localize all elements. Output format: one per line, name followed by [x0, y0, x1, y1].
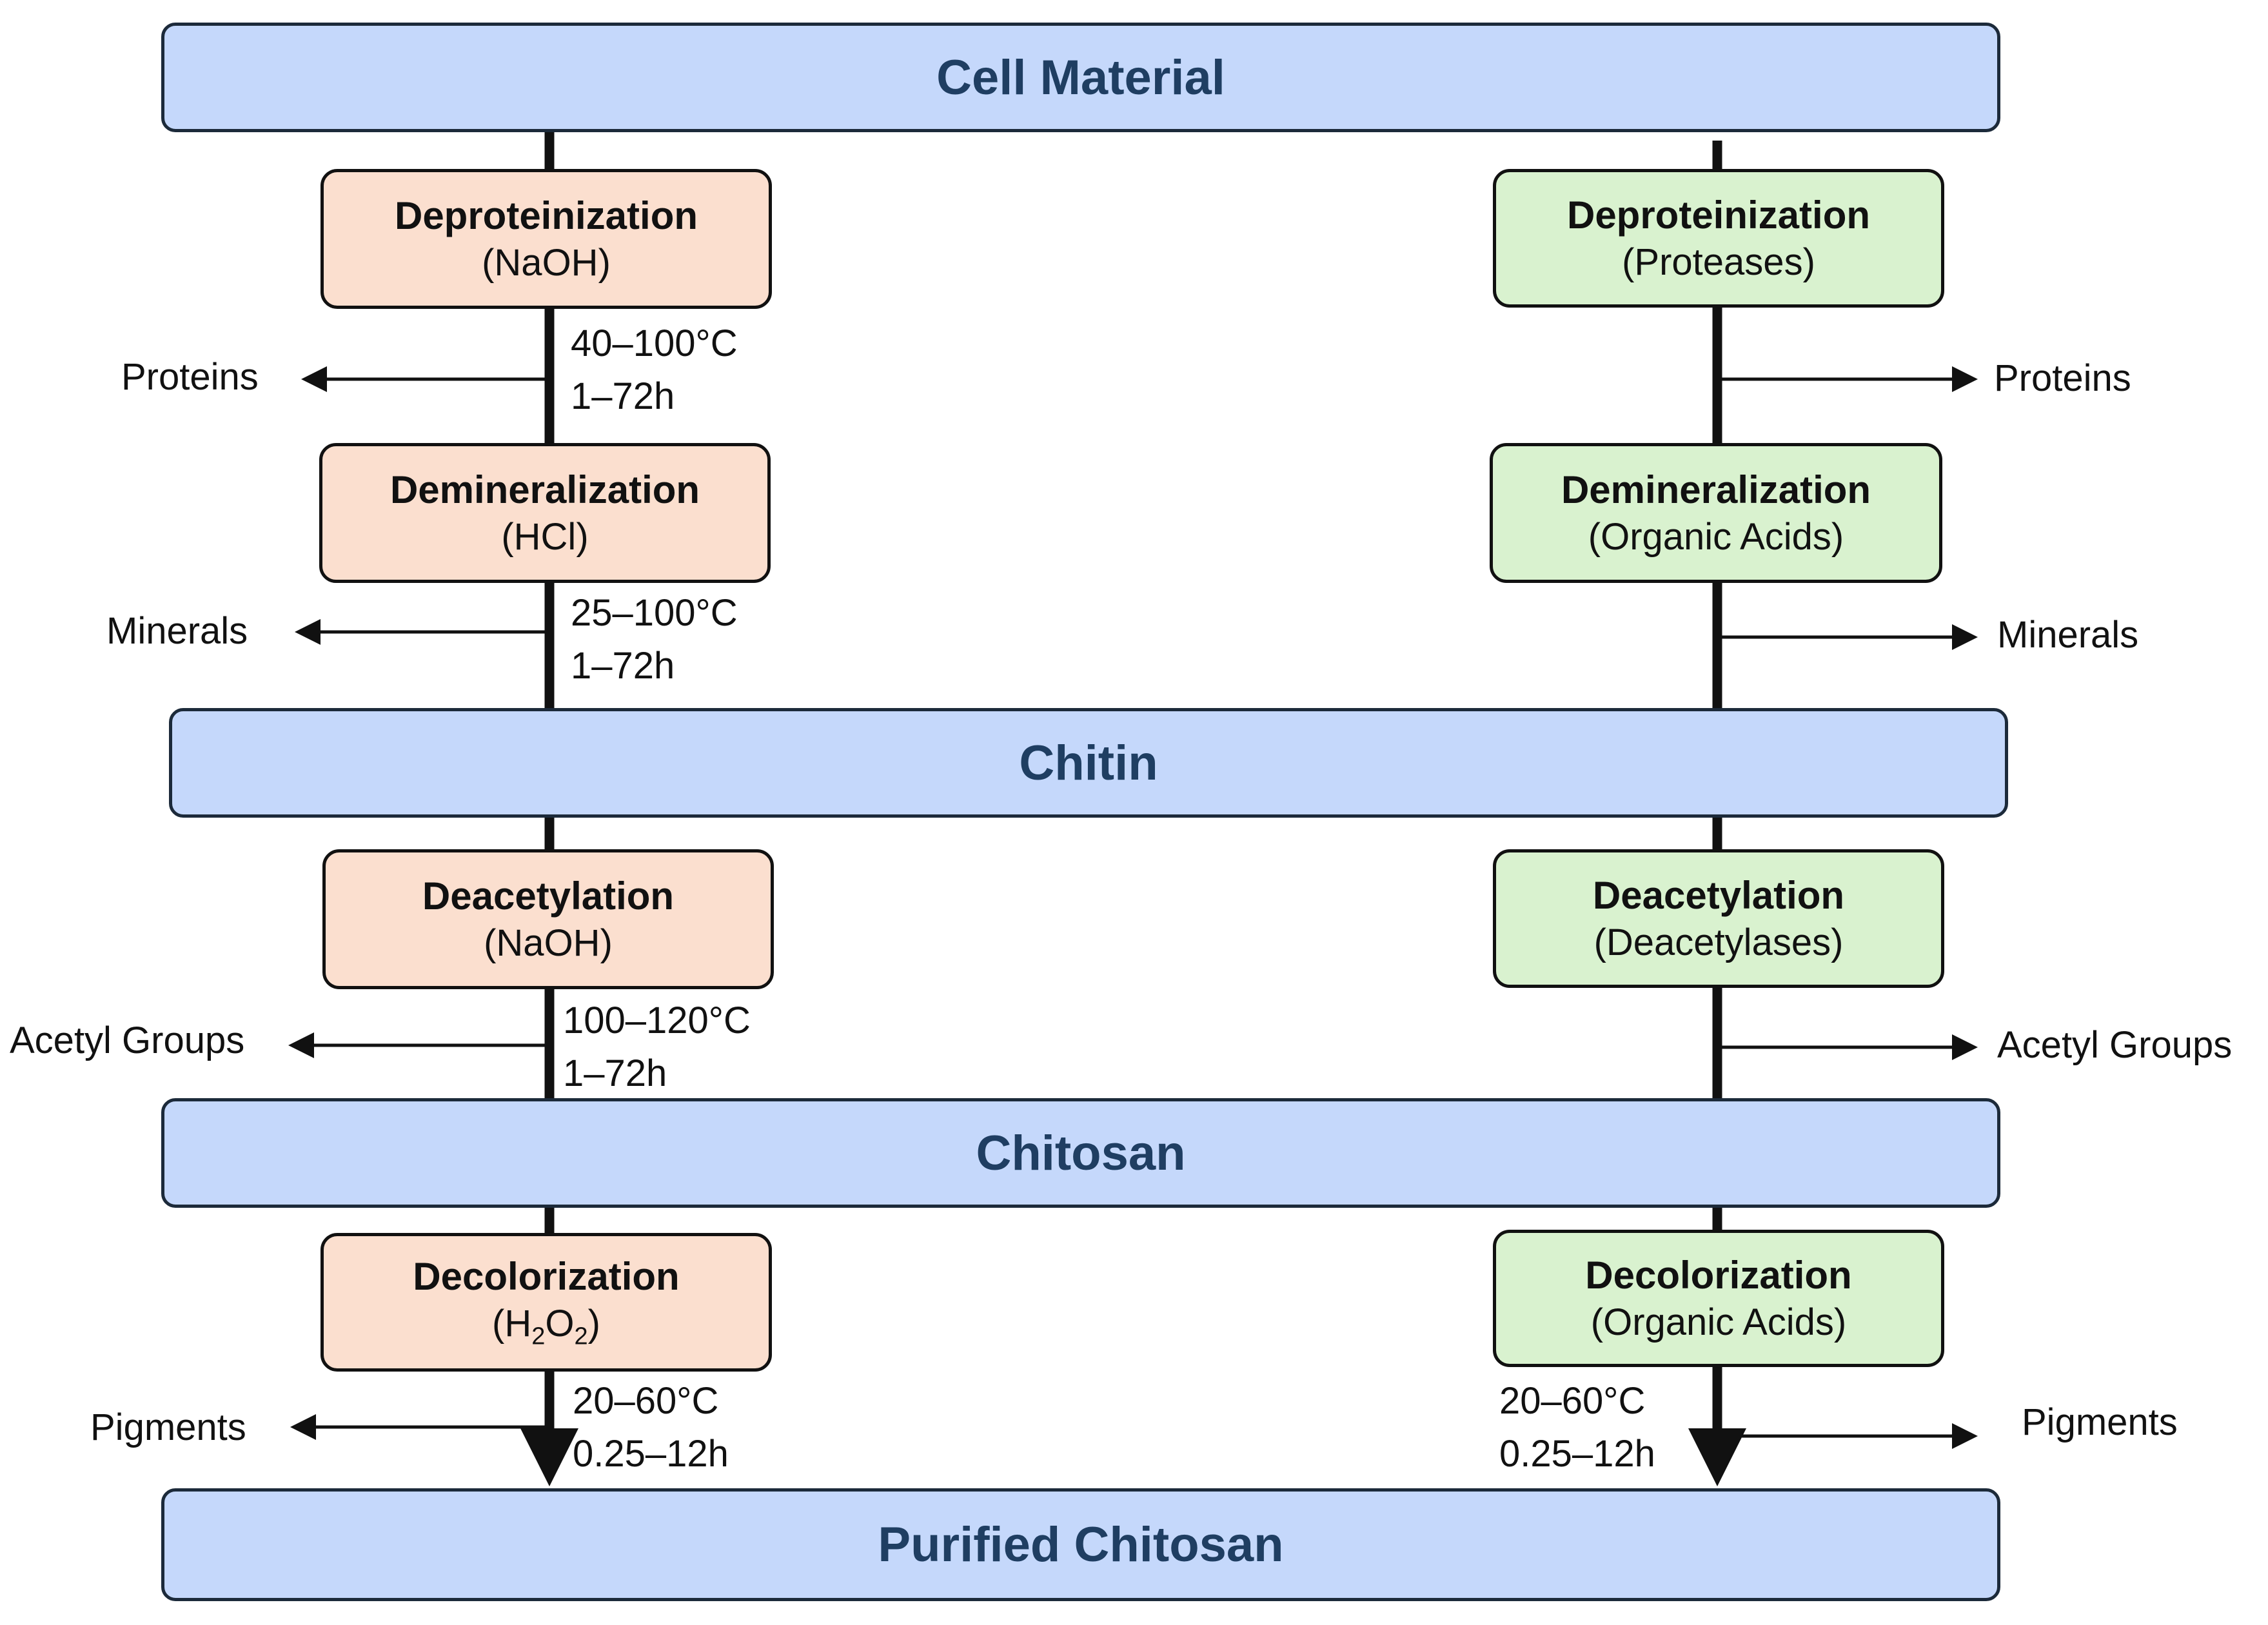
chem-deproteinization-time: 1–72h: [571, 375, 675, 417]
chem-decolorization-title: Decolorization: [413, 1254, 680, 1298]
chem-demineralization-agent: (HCl): [501, 515, 589, 558]
bio-minerals-label: Minerals: [1997, 614, 2139, 656]
band-purified-chitosan-label: Purified Chitosan: [878, 1517, 1284, 1572]
bio-deproteinization-box: Deproteinization (Proteases): [1493, 169, 1944, 308]
bio-deacetylation-agent: (Deacetylases): [1593, 921, 1844, 963]
bio-decolorization-temp: 20–60°C: [1499, 1380, 1646, 1422]
band-chitosan: Chitosan: [161, 1098, 2000, 1208]
chem-deproteinization-conditions: 40–100°C 1–72h: [571, 317, 738, 423]
chem-demineralization-box: Demineralization (HCl): [319, 443, 771, 583]
chem-acetyl-groups-label: Acetyl Groups: [10, 1019, 245, 1061]
chem-decolorization-agent-sub2: 2: [574, 1323, 588, 1350]
chem-deproteinization-title: Deproteinization: [394, 193, 698, 237]
chem-decolorization-agent-suffix: ): [587, 1302, 600, 1344]
bio-demineralization-box: Demineralization (Organic Acids): [1490, 443, 1942, 583]
chem-demineralization-title: Demineralization: [390, 468, 700, 511]
band-chitin: Chitin: [169, 708, 2008, 818]
band-cell-material: Cell Material: [161, 23, 2000, 132]
chem-decolorization-agent-mid: O: [545, 1302, 575, 1344]
bio-decolorization-box: Decolorization (Organic Acids): [1493, 1230, 1944, 1367]
chem-proteins-label: Proteins: [121, 356, 259, 398]
chem-demineralization-time: 1–72h: [571, 645, 675, 687]
chem-deacetylation-conditions: 100–120°C 1–72h: [563, 994, 751, 1100]
chem-minerals-label: Minerals: [106, 610, 248, 652]
band-purified-chitosan: Purified Chitosan: [161, 1488, 2000, 1601]
chem-deproteinization-temp: 40–100°C: [571, 322, 738, 364]
bio-acetyl-groups-label: Acetyl Groups: [1997, 1024, 2233, 1066]
chem-deacetylation-time: 1–72h: [563, 1052, 667, 1094]
chem-demineralization-conditions: 25–100°C 1–72h: [571, 587, 738, 693]
chem-demineralization-temp: 25–100°C: [571, 592, 738, 634]
bio-deacetylation-box: Deacetylation (Deacetylases): [1493, 849, 1944, 988]
chem-deacetylation-agent: (NaOH): [484, 921, 613, 964]
chem-deproteinization-box: Deproteinization (NaOH): [320, 169, 772, 309]
chem-decolorization-agent-prefix: (H: [492, 1302, 532, 1344]
chem-deacetylation-temp: 100–120°C: [563, 1000, 751, 1041]
bio-decolorization-agent: (Organic Acids): [1590, 1301, 1847, 1343]
bio-decolorization-time: 0.25–12h: [1499, 1433, 1655, 1475]
bio-demineralization-agent: (Organic Acids): [1588, 515, 1844, 558]
band-cell-material-label: Cell Material: [936, 50, 1225, 105]
chem-decolorization-temp: 20–60°C: [573, 1380, 719, 1422]
chem-pigments-label: Pigments: [90, 1406, 246, 1448]
bio-decolorization-conditions: 20–60°C 0.25–12h: [1499, 1375, 1655, 1481]
chem-decolorization-agent: (H2O2): [492, 1301, 600, 1352]
band-chitin-label: Chitin: [1019, 735, 1158, 791]
chem-deproteinization-agent: (NaOH): [482, 241, 611, 284]
chem-decolorization-box: Decolorization (H2O2): [320, 1233, 772, 1372]
bio-decolorization-title: Decolorization: [1585, 1253, 1852, 1297]
band-chitosan-label: Chitosan: [976, 1125, 1186, 1181]
chem-decolorization-agent-sub1: 2: [531, 1323, 546, 1350]
chem-decolorization-conditions: 20–60°C 0.25–12h: [573, 1375, 729, 1481]
bio-demineralization-title: Demineralization: [1561, 468, 1871, 511]
bio-deacetylation-title: Deacetylation: [1592, 873, 1845, 917]
bio-deproteinization-agent: (Proteases): [1622, 241, 1815, 283]
bio-proteins-label: Proteins: [1994, 357, 2131, 399]
bio-pigments-label: Pigments: [2022, 1401, 2178, 1443]
bio-deproteinization-title: Deproteinization: [1566, 193, 1870, 237]
chem-deacetylation-title: Deacetylation: [422, 874, 675, 918]
chem-decolorization-time: 0.25–12h: [573, 1433, 729, 1475]
chem-deacetylation-box: Deacetylation (NaOH): [322, 849, 774, 989]
